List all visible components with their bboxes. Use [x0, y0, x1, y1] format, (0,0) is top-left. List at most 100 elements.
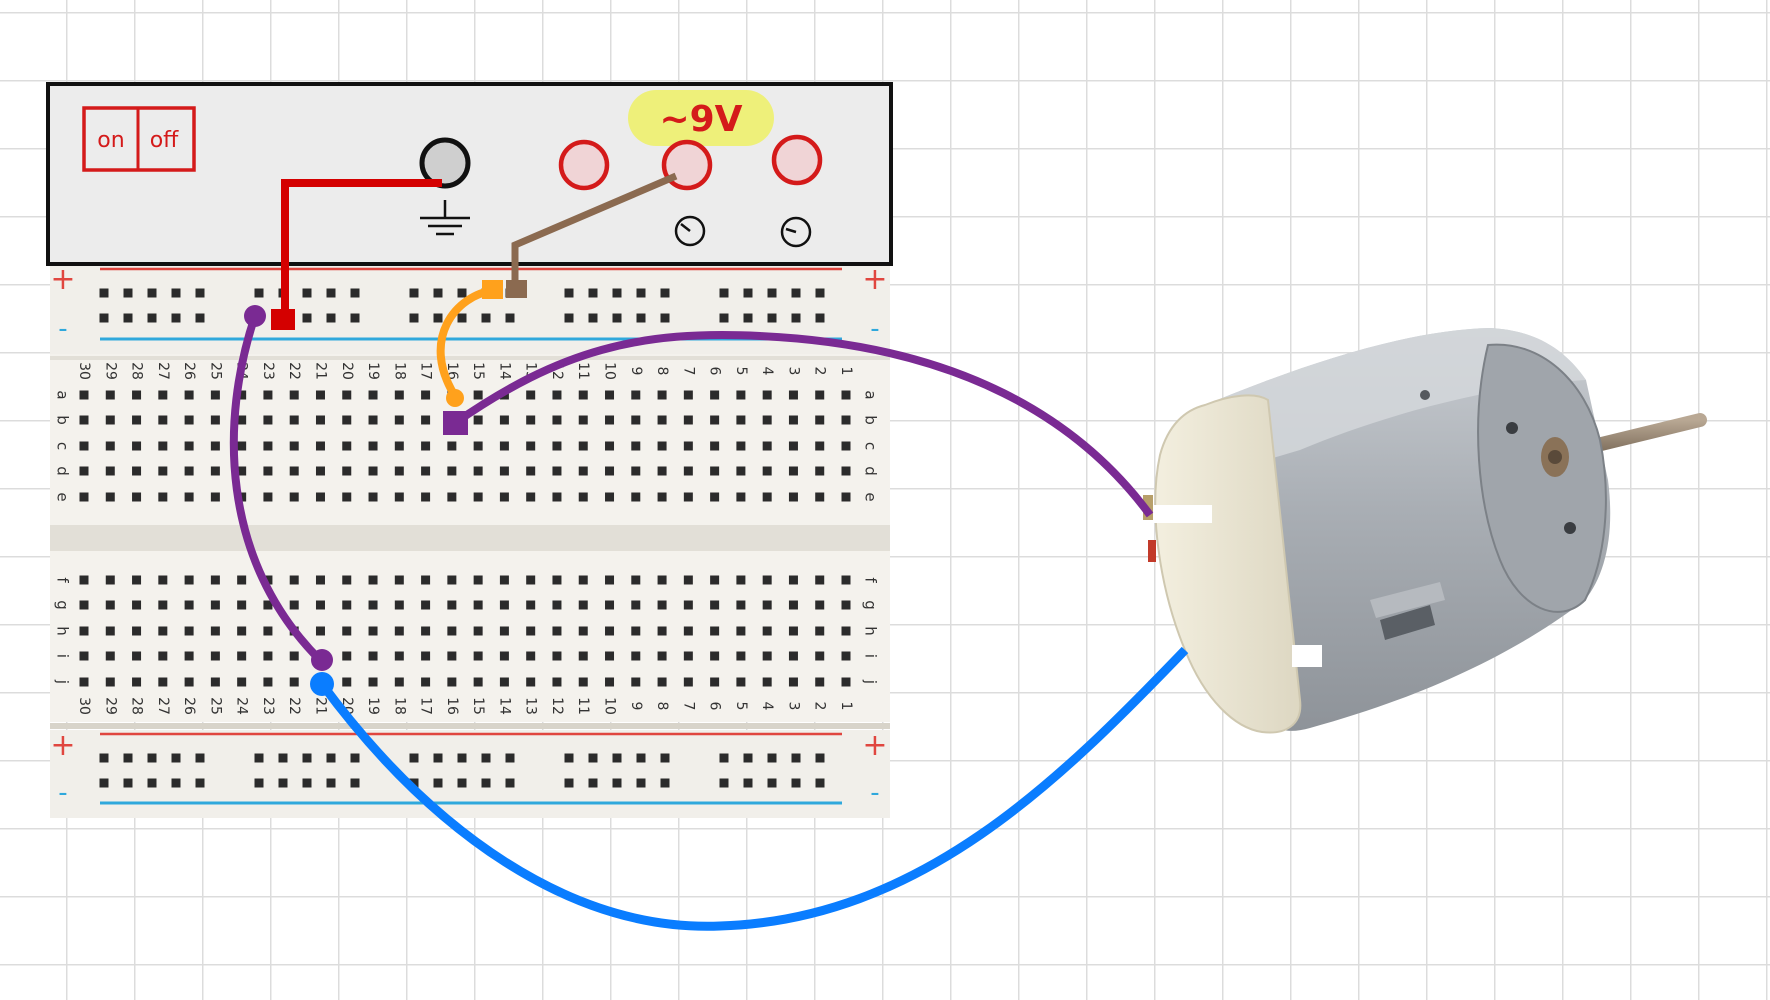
- breadboard-hole[interactable]: [788, 651, 798, 661]
- breadboard-hole[interactable]: [289, 415, 299, 425]
- breadboard-hole[interactable]: [526, 677, 536, 687]
- breadboard-hole[interactable]: [105, 466, 115, 476]
- breadboard-hole[interactable]: [499, 677, 509, 687]
- breadboard-hole[interactable]: [631, 492, 641, 502]
- breadboard-hole[interactable]: [79, 466, 89, 476]
- breadboard-hole[interactable]: [552, 575, 562, 585]
- breadboard-hole[interactable]: [368, 492, 378, 502]
- breadboard-hole[interactable]: [736, 626, 746, 636]
- breadboard-hole[interactable]: [473, 390, 483, 400]
- breadboard-hole[interactable]: [158, 626, 168, 636]
- power-rail-hole[interactable]: [588, 753, 598, 763]
- breadboard-hole[interactable]: [815, 492, 825, 502]
- breadboard-hole[interactable]: [394, 575, 404, 585]
- breadboard-hole[interactable]: [578, 492, 588, 502]
- breadboard-hole[interactable]: [631, 441, 641, 451]
- breadboard-hole[interactable]: [683, 651, 693, 661]
- breadboard-hole[interactable]: [105, 600, 115, 610]
- breadboard-hole[interactable]: [421, 575, 431, 585]
- power-rail-hole[interactable]: [171, 313, 181, 323]
- power-rail-hole[interactable]: [481, 313, 491, 323]
- breadboard-hole[interactable]: [499, 600, 509, 610]
- breadboard-hole[interactable]: [105, 492, 115, 502]
- power-rail-hole[interactable]: [743, 778, 753, 788]
- breadboard-hole[interactable]: [657, 492, 667, 502]
- breadboard-hole[interactable]: [762, 415, 772, 425]
- breadboard-hole[interactable]: [683, 575, 693, 585]
- breadboard-hole[interactable]: [394, 492, 404, 502]
- power-rail-hole[interactable]: [564, 313, 574, 323]
- breadboard-hole[interactable]: [263, 651, 273, 661]
- breadboard-hole[interactable]: [368, 677, 378, 687]
- breadboard-hole[interactable]: [552, 677, 562, 687]
- breadboard-hole[interactable]: [394, 651, 404, 661]
- breadboard-hole[interactable]: [473, 415, 483, 425]
- power-rail-hole[interactable]: [147, 313, 157, 323]
- breadboard-hole[interactable]: [394, 390, 404, 400]
- breadboard-hole[interactable]: [841, 441, 851, 451]
- breadboard-hole[interactable]: [263, 441, 273, 451]
- power-rail-hole[interactable]: [612, 313, 622, 323]
- breadboard-hole[interactable]: [526, 441, 536, 451]
- breadboard-hole[interactable]: [132, 441, 142, 451]
- power-rail-hole[interactable]: [433, 753, 443, 763]
- breadboard-hole[interactable]: [657, 390, 667, 400]
- breadboard-hole[interactable]: [421, 677, 431, 687]
- breadboard-hole[interactable]: [657, 466, 667, 476]
- breadboard-hole[interactable]: [342, 390, 352, 400]
- breadboard-hole[interactable]: [79, 626, 89, 636]
- breadboard-hole[interactable]: [657, 441, 667, 451]
- breadboard-hole[interactable]: [788, 626, 798, 636]
- breadboard-hole[interactable]: [605, 575, 615, 585]
- breadboard-hole[interactable]: [841, 600, 851, 610]
- power-rail-hole[interactable]: [719, 313, 729, 323]
- breadboard-hole[interactable]: [473, 600, 483, 610]
- power-rail-hole[interactable]: [123, 778, 133, 788]
- breadboard-hole[interactable]: [263, 677, 273, 687]
- breadboard-hole[interactable]: [788, 466, 798, 476]
- power-rail-hole[interactable]: [767, 288, 777, 298]
- breadboard-hole[interactable]: [315, 600, 325, 610]
- power-rail-hole[interactable]: [791, 313, 801, 323]
- breadboard-hole[interactable]: [526, 600, 536, 610]
- power-rail-hole[interactable]: [815, 313, 825, 323]
- power-rail-hole[interactable]: [278, 753, 288, 763]
- breadboard-hole[interactable]: [210, 492, 220, 502]
- breadboard-hole[interactable]: [605, 415, 615, 425]
- power-rail-hole[interactable]: [123, 288, 133, 298]
- breadboard-hole[interactable]: [578, 626, 588, 636]
- power-rail-hole[interactable]: [99, 778, 109, 788]
- breadboard-hole[interactable]: [447, 651, 457, 661]
- breadboard-hole[interactable]: [79, 600, 89, 610]
- breadboard-hole[interactable]: [815, 600, 825, 610]
- breadboard-hole[interactable]: [605, 492, 615, 502]
- breadboard-hole[interactable]: [526, 626, 536, 636]
- breadboard-hole[interactable]: [605, 466, 615, 476]
- breadboard-hole[interactable]: [184, 466, 194, 476]
- breadboard-hole[interactable]: [815, 575, 825, 585]
- power-rail-hole[interactable]: [612, 778, 622, 788]
- power-rail-hole[interactable]: [791, 753, 801, 763]
- power-rail-hole[interactable]: [564, 778, 574, 788]
- power-rail-hole[interactable]: [302, 313, 312, 323]
- breadboard-hole[interactable]: [473, 492, 483, 502]
- power-rail-hole[interactable]: [254, 288, 264, 298]
- breadboard-hole[interactable]: [841, 415, 851, 425]
- breadboard-hole[interactable]: [841, 626, 851, 636]
- power-rail-hole[interactable]: [171, 288, 181, 298]
- breadboard-hole[interactable]: [631, 677, 641, 687]
- power-rail-hole[interactable]: [815, 288, 825, 298]
- power-rail-hole[interactable]: [350, 313, 360, 323]
- breadboard-hole[interactable]: [447, 492, 457, 502]
- breadboard-hole[interactable]: [342, 492, 352, 502]
- breadboard-hole[interactable]: [421, 626, 431, 636]
- breadboard-hole[interactable]: [158, 677, 168, 687]
- breadboard-hole[interactable]: [683, 441, 693, 451]
- breadboard-hole[interactable]: [710, 651, 720, 661]
- breadboard-hole[interactable]: [762, 600, 772, 610]
- breadboard-hole[interactable]: [683, 466, 693, 476]
- breadboard-hole[interactable]: [605, 626, 615, 636]
- breadboard-hole[interactable]: [736, 575, 746, 585]
- breadboard-hole[interactable]: [815, 651, 825, 661]
- power-rail-hole[interactable]: [171, 753, 181, 763]
